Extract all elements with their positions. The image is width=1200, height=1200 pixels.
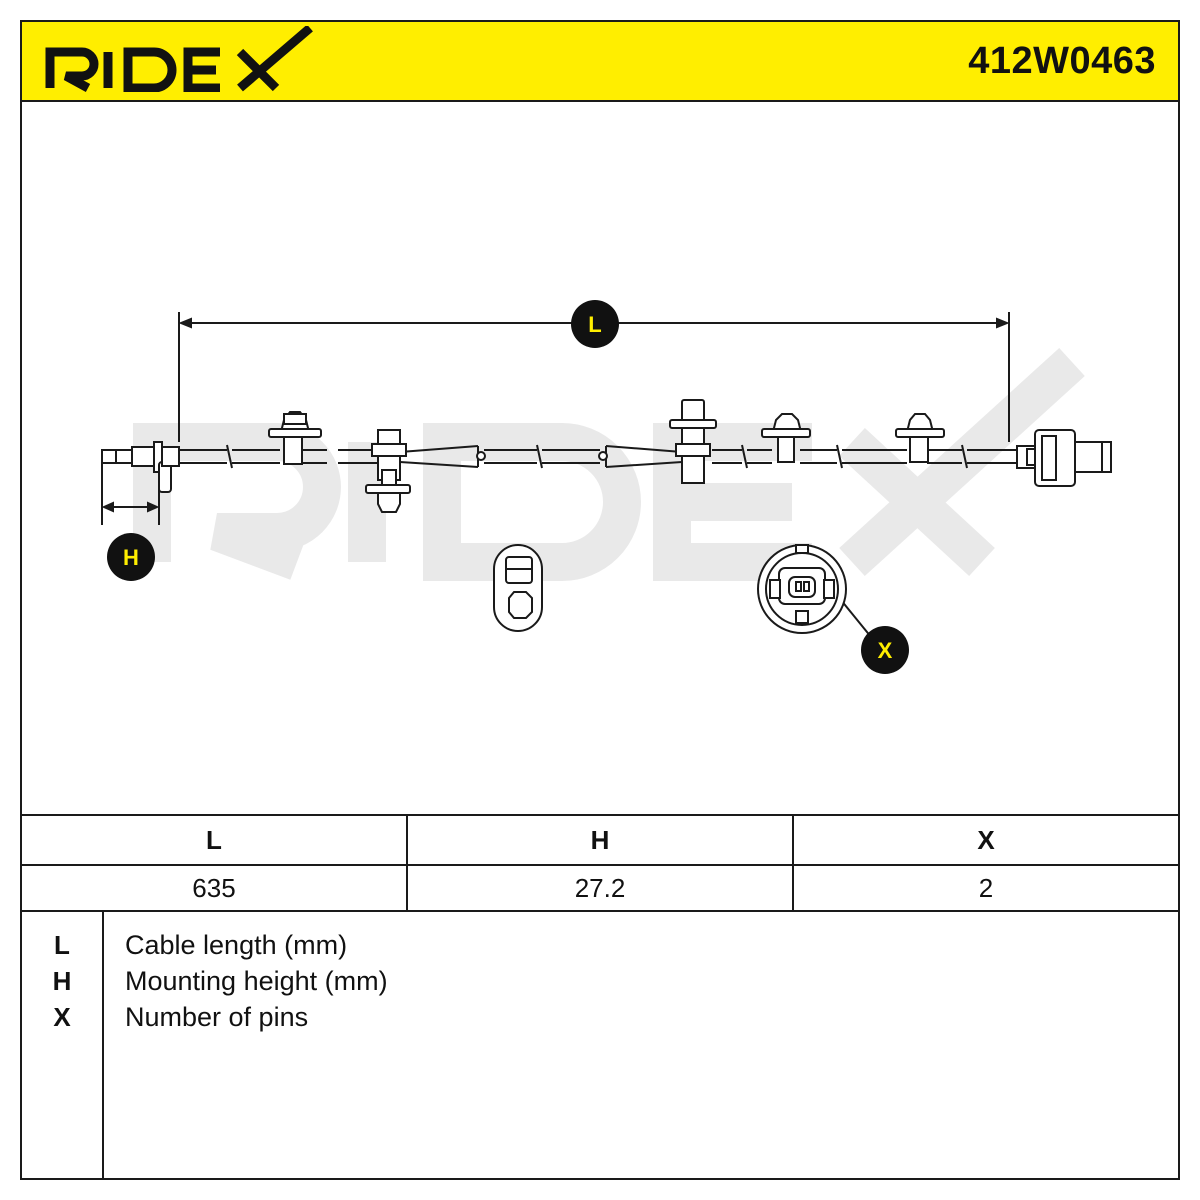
dimensions-header-h: H	[408, 816, 794, 864]
callout-x: X	[861, 626, 909, 674]
dimensions-header-row: L H X	[22, 816, 1178, 866]
part-number: 412W0463	[968, 40, 1156, 82]
connector-face-view	[757, 544, 847, 634]
callout-l: L	[571, 300, 619, 348]
legend-item: L Cable length (mm)	[22, 930, 1178, 966]
legend-key: H	[52, 966, 72, 996]
cable-connector	[1016, 429, 1112, 487]
cable-clip-4	[761, 413, 811, 463]
brand-logo	[45, 26, 313, 92]
legend-key: X	[53, 1002, 71, 1032]
dimensions-header-l: L	[22, 816, 408, 864]
dimensions-value-row: 635 27.2 2	[22, 864, 1178, 912]
dimensions-header-x: X	[977, 824, 995, 855]
dimensions-value-x: 2	[978, 872, 994, 903]
cable-clip-1	[268, 411, 322, 465]
sensor-cable-drawing: L H X	[101, 300, 1112, 674]
header-bar: 412W0463	[22, 22, 1178, 102]
legend-item: X Number of pins	[22, 1002, 1178, 1038]
dimensions-value-l: 635	[22, 864, 408, 912]
legend-description: Mounting height (mm)	[125, 966, 388, 996]
legend-description: Cable length (mm)	[125, 930, 348, 960]
cable-clip-3	[669, 399, 717, 484]
technical-drawing: L H X	[22, 102, 1178, 814]
dimensions-table: L H X 635 27.2 2	[22, 814, 1178, 912]
cable-clip-5	[895, 413, 945, 463]
legend-divider	[102, 912, 104, 1178]
cable-clip-2	[365, 429, 411, 513]
callout-l-label: L	[588, 312, 601, 337]
legend: L Cable length (mm) H Mounting height (m…	[22, 912, 1178, 1178]
callout-x-label: X	[878, 638, 893, 663]
legend-item: H Mounting height (mm)	[22, 966, 1178, 1002]
legend-description: Number of pins	[125, 1002, 309, 1032]
callout-h-label: H	[123, 545, 139, 570]
legend-key: L	[54, 930, 70, 960]
sensor-head	[101, 441, 180, 493]
cable	[179, 444, 1017, 469]
datasheet-frame: 412W0463	[20, 20, 1180, 1180]
callout-h: H	[107, 533, 155, 581]
grommet-section-view	[493, 544, 543, 632]
dimensions-value-h: 27.2	[408, 864, 794, 912]
